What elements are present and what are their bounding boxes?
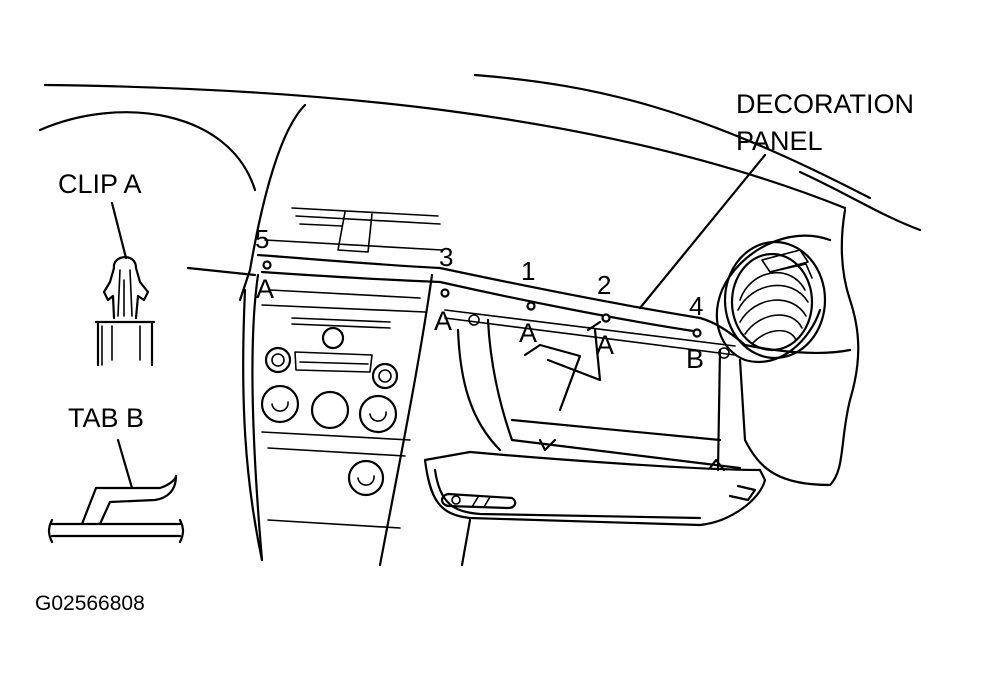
fastener-type-3: A bbox=[434, 306, 452, 336]
fastener-dot-3 bbox=[440, 288, 450, 298]
fastener-dot-1 bbox=[526, 301, 536, 311]
glove-box bbox=[423, 318, 767, 567]
fastener-dot-4 bbox=[692, 328, 702, 338]
clip-hole-3 bbox=[468, 314, 480, 326]
decoration-panel-label-line2: PANEL bbox=[736, 126, 823, 156]
tab-b-detail: TAB B bbox=[47, 403, 185, 544]
fastener-dot-2 bbox=[601, 313, 611, 323]
center-stack bbox=[186, 103, 443, 567]
fastener-type-1: A bbox=[519, 318, 537, 348]
tab-b-label: TAB B bbox=[68, 403, 144, 433]
fastener-number-3: 3 bbox=[439, 242, 453, 272]
decoration-panel-leader bbox=[638, 153, 767, 310]
clip-a-detail: CLIP A bbox=[58, 169, 156, 367]
fastener-number-2: 2 bbox=[597, 270, 611, 300]
fastener-number-1: 1 bbox=[521, 256, 535, 286]
fastener-type-5: A bbox=[256, 274, 274, 304]
fastener-type-2: A bbox=[596, 330, 614, 360]
decoration-panel-label-line1: DECORATION bbox=[736, 89, 914, 119]
fastener-type-4: B bbox=[686, 344, 704, 374]
air-vent bbox=[715, 208, 860, 487]
fastener-number-4: 4 bbox=[689, 291, 703, 321]
decoration-panel-strip bbox=[438, 266, 747, 412]
fastener-number-5: 5 bbox=[255, 224, 269, 254]
clip-hole-4 bbox=[718, 347, 730, 359]
windshield-lines bbox=[38, 73, 922, 232]
clip-a-label: CLIP A bbox=[58, 169, 142, 199]
figure-code: G02566808 bbox=[35, 592, 145, 615]
fastener-dot-5 bbox=[262, 260, 272, 270]
fastener-markers: 5 A 3 A 1 A 2 A 4 B bbox=[255, 224, 730, 374]
